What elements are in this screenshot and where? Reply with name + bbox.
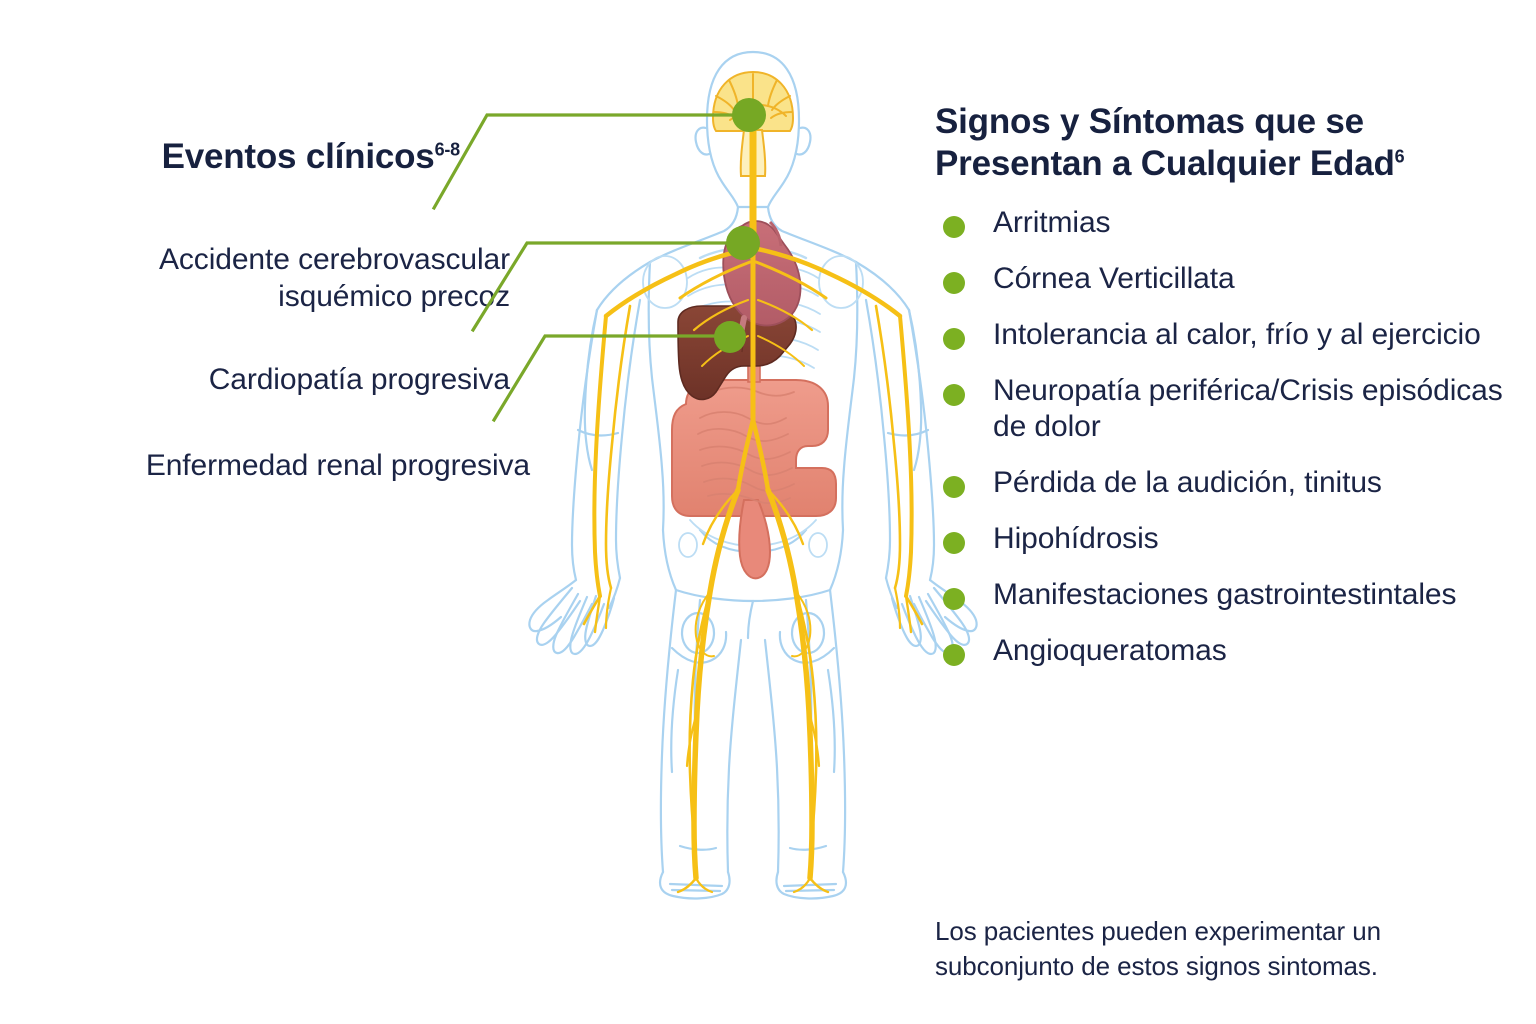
- symptom-label: Manifestaciones gastrointestintales: [993, 578, 1457, 611]
- nervous-system: [582, 126, 924, 894]
- leader-line-brain: [431, 113, 750, 211]
- clinical-events-heading-superscript: 6-8: [434, 139, 461, 160]
- symptom-list-item: Manifestaciones gastrointestintales: [935, 577, 1525, 613]
- leg-left-outer: [659, 588, 678, 874]
- toes-left: [668, 882, 724, 893]
- clinical-events-column: Eventos clínicos6-8 Accidente cerebrovas…: [0, 0, 560, 1024]
- ear-left-outline: [694, 126, 711, 156]
- bullet-dot-icon: [943, 216, 965, 238]
- hip-left: [661, 528, 678, 592]
- leader-lines: [431, 113, 750, 423]
- symptoms-column: Signos y Síntomas que se Presentan a Cua…: [930, 0, 1530, 1024]
- symptom-label: Arritmias: [993, 206, 1111, 239]
- knee-right-arc: [778, 630, 836, 664]
- head-outline: [705, 50, 801, 209]
- symptom-list-item: Neuropatía periférica/Crisis episódicas …: [935, 373, 1525, 445]
- leg-right-inner: [763, 638, 780, 874]
- symptoms-heading-text: Signos y Síntomas que se Presentan a Cua…: [935, 102, 1395, 183]
- clinical-events-heading: Eventos clínicos6-8: [0, 137, 461, 177]
- neck-shoulder-left: [595, 205, 740, 312]
- side-right: [841, 260, 859, 532]
- crotch-line: [746, 599, 755, 640]
- side-left: [647, 260, 665, 532]
- heart-vessel-2: [768, 220, 783, 247]
- symptom-list-item: Córnea Verticillata: [935, 261, 1525, 297]
- bullet-dot-icon: [943, 384, 965, 406]
- calf-right-contour: [826, 668, 836, 774]
- ankle-right: [788, 844, 828, 851]
- foot-left: [659, 870, 731, 900]
- symptom-list-item: Arritmias: [935, 205, 1525, 241]
- symptom-label: Intolerancia al calor, frío y al ejercic…: [993, 318, 1481, 351]
- clinical-event-label-cardiopathy: Cardiopatía progresiva: [208, 363, 510, 396]
- foot-right: [775, 870, 847, 900]
- arm-left-outer: [570, 308, 599, 582]
- arm-right-inner: [864, 298, 892, 580]
- hip-right: [828, 528, 845, 592]
- leg-right-outer: [828, 588, 847, 874]
- clinical-event-label-renal: Enfermedad renal progresiva: [145, 449, 530, 482]
- disclaimer-text: Los pacientes pueden experimentar un sub…: [935, 916, 1381, 981]
- marker-dots: [714, 98, 766, 353]
- clinical-event-label-stroke: Accidente cerebrovascular isquémico prec…: [158, 243, 510, 313]
- symptom-list-item: Angioqueratomas: [935, 633, 1525, 669]
- bullet-dot-icon: [943, 588, 965, 610]
- leader-line-heart: [470, 241, 750, 333]
- symptom-label: Hipohídrosis: [993, 522, 1159, 555]
- pelvis-bottom: [674, 588, 832, 603]
- symptom-label: Pérdida de la audición, tinitus: [993, 466, 1382, 499]
- bullet-dot-icon: [943, 532, 965, 554]
- symptom-list-item: Hipohídrosis: [935, 521, 1525, 557]
- clinical-events-heading-text: Eventos clínicos: [161, 137, 435, 176]
- brain-marker-dot[interactable]: [732, 98, 766, 132]
- arm-right-outer: [907, 308, 936, 582]
- toes-right: [782, 882, 838, 893]
- appendix-cecum: [738, 499, 772, 580]
- symptom-label: Angioqueratomas: [993, 634, 1227, 667]
- bullet-dot-icon: [943, 328, 965, 350]
- neck-shoulder-right: [766, 205, 911, 312]
- bullet-dot-icon: [943, 272, 965, 294]
- bullet-dot-icon: [943, 476, 965, 498]
- arm-left-inner: [614, 298, 642, 580]
- symptom-list-item: Intolerancia al calor, frío y al ejercic…: [935, 317, 1525, 353]
- leg-left-inner: [726, 638, 743, 874]
- intestines: [671, 339, 837, 580]
- symptoms-list: Arritmias Córnea Verticillata Intoleranc…: [935, 205, 1525, 689]
- symptom-label: Neuropatía periférica/Crisis episódicas …: [993, 374, 1503, 443]
- symptoms-heading-superscript: 6: [1394, 146, 1405, 167]
- symptoms-heading: Signos y Síntomas que se Presentan a Cua…: [935, 101, 1515, 184]
- ankle-left: [678, 844, 718, 851]
- heart-marker-dot[interactable]: [726, 226, 760, 260]
- calf-left-contour: [670, 668, 680, 774]
- leader-line-kidney: [491, 334, 740, 423]
- symptom-list-item: Pérdida de la audición, tinitus: [935, 465, 1525, 501]
- knee-left-arc: [670, 630, 728, 664]
- kidney-marker-dot[interactable]: [714, 321, 746, 353]
- ear-right-outline: [795, 126, 812, 156]
- bullet-dot-icon: [943, 644, 965, 666]
- symptom-label: Córnea Verticillata: [993, 262, 1235, 295]
